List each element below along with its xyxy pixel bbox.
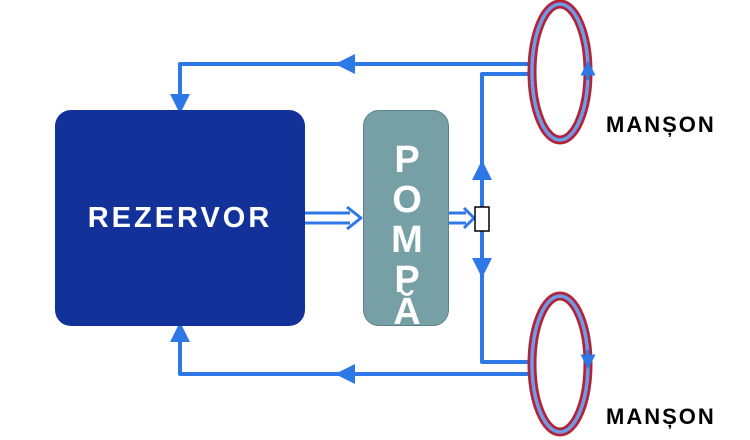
pump-letter: P [394,259,420,301]
junction-valve [474,206,490,232]
reservoir-block: REZERVOR [55,110,305,326]
sleeve-bottom-icon [527,291,596,437]
sleeve-label-top: MANȘON [606,112,716,137]
pump-outlet-pipe [449,206,476,230]
supply-pipe-top [480,72,528,208]
sleeve-top-icon [527,0,596,145]
pump-letter: P [394,139,420,181]
pump-letter: M [391,219,423,261]
reservoir-pump-pipe [305,205,363,231]
supply-pipe-bottom [480,230,528,364]
return-pipe-bottom [170,322,530,376]
return-pipe-top [170,62,530,114]
pump-letter: Ă [393,291,421,333]
pump-block: P O M P Ă [363,110,449,331]
sleeve-label-bottom: MANȘON [606,404,716,429]
pump-letter: O [392,179,422,221]
reservoir-label: REZERVOR [87,201,273,234]
